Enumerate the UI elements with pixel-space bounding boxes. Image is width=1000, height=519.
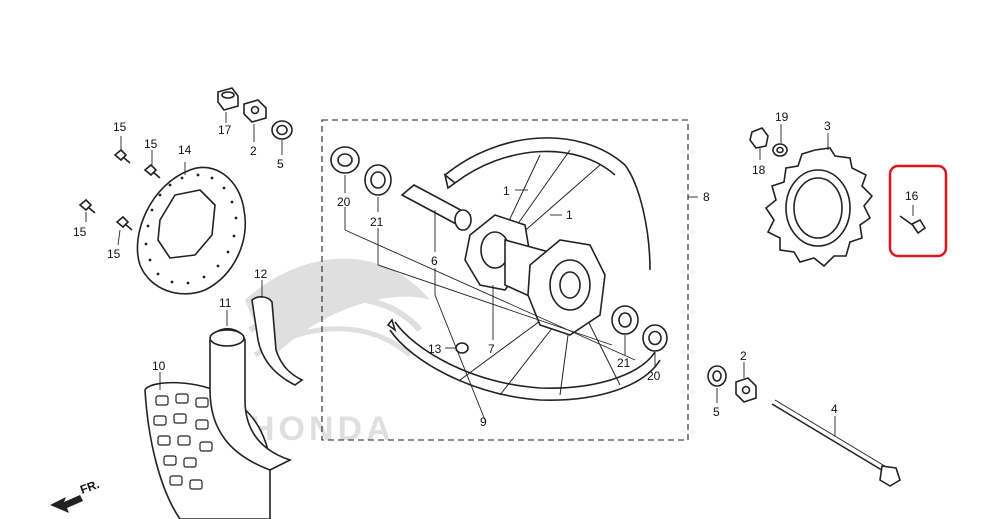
front-label: FR. xyxy=(78,477,101,497)
sprocket-nut-washer xyxy=(749,127,788,157)
leader-lines xyxy=(85,112,914,436)
callout-16: 16 xyxy=(905,189,919,203)
front-direction-arrow: FR. xyxy=(50,477,101,513)
callout-15: 15 xyxy=(107,247,121,261)
inner-tube xyxy=(209,327,293,471)
callout-1: 1 xyxy=(503,184,510,198)
brake-disc xyxy=(136,166,247,295)
callout-9: 9 xyxy=(480,415,487,429)
callout-14: 14 xyxy=(178,143,192,157)
spokes xyxy=(459,149,621,396)
sprocket xyxy=(764,147,874,268)
callout-7: 7 xyxy=(488,342,495,356)
callout-5: 5 xyxy=(277,157,284,171)
callout-13: 13 xyxy=(428,342,442,356)
watermark-text: HONDA xyxy=(250,410,395,448)
callout-12: 12 xyxy=(254,267,268,281)
callout-15: 15 xyxy=(113,120,127,134)
callout-21: 21 xyxy=(617,356,631,370)
callout-2: 2 xyxy=(740,349,747,363)
rim-band xyxy=(251,296,304,386)
callout-20: 20 xyxy=(647,369,661,383)
axle xyxy=(771,399,901,487)
callout-21: 21 xyxy=(370,215,384,229)
highlight-box xyxy=(888,164,948,258)
callout-20: 20 xyxy=(337,195,351,209)
honda-wing-watermark: HONDA xyxy=(245,258,430,448)
callout-11: 11 xyxy=(219,296,232,310)
callout-5: 5 xyxy=(713,405,720,419)
callout-10: 10 xyxy=(152,359,166,373)
axle-spacers-left xyxy=(217,87,293,140)
callout-labels: 15 15 14 15 15 17 2 5 20 21 6 1 1 7 13 9… xyxy=(73,110,919,429)
sprocket-bolt xyxy=(899,215,927,235)
callout-15: 15 xyxy=(144,137,158,151)
callout-8: 8 xyxy=(703,190,710,204)
callout-17: 17 xyxy=(218,123,232,137)
wheel-rim xyxy=(386,137,661,401)
callout-3: 3 xyxy=(824,119,831,133)
callout-6: 6 xyxy=(431,254,438,268)
bearings-left xyxy=(330,146,472,231)
callout-15: 15 xyxy=(73,225,87,239)
callout-4: 4 xyxy=(831,402,838,416)
axle-nut-right xyxy=(707,365,757,403)
wheel-hub xyxy=(464,214,606,336)
callout-18: 18 xyxy=(752,163,766,177)
callout-19: 19 xyxy=(775,110,789,124)
bearings-right xyxy=(611,305,668,352)
callout-1: 1 xyxy=(566,208,573,222)
callout-2: 2 xyxy=(250,144,257,158)
wheel-assembly-frame xyxy=(321,119,698,441)
disc-bolts xyxy=(78,148,161,231)
